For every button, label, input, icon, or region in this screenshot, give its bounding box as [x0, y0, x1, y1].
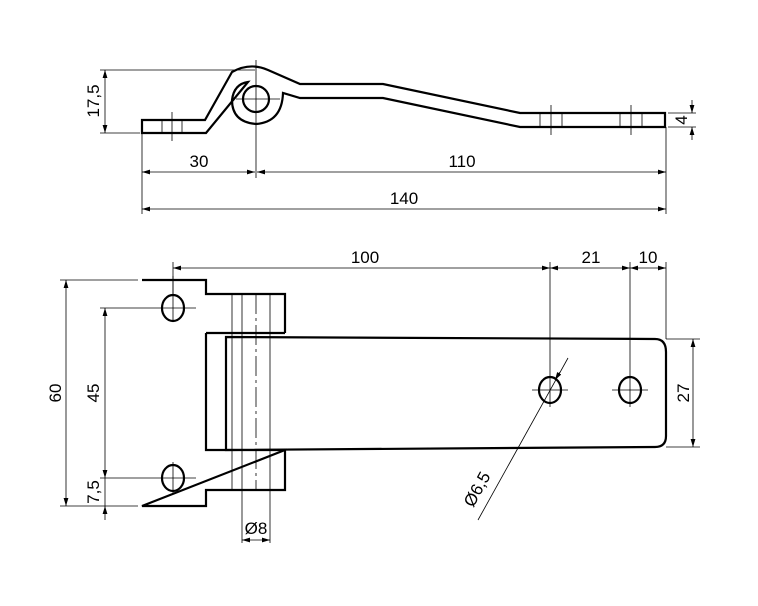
dim-total: 140	[390, 189, 418, 208]
dim-height: 17,5	[84, 84, 103, 117]
dim-right: 110	[448, 152, 475, 171]
dim-plate-height: 60	[46, 384, 65, 403]
dim-hole-diameter: Ø6,5	[460, 469, 494, 510]
mount-plate	[141, 278, 287, 508]
dim-leaf-width: 27	[674, 384, 693, 403]
plan-view: 100 21 10 27 60 45 7,5 Ø8 Ø6,5	[46, 248, 700, 543]
dim-plate-edge: 7,5	[84, 480, 103, 504]
leaf-outer	[204, 331, 285, 452]
dim-hole-gap: 21	[582, 248, 601, 267]
hinge-profile	[140, 65, 667, 135]
dim-left: 30	[190, 152, 209, 171]
dim-thickness: 4	[672, 115, 691, 124]
side-view: 17,5 30 110 140 4	[84, 60, 696, 214]
dim-hole-spacing: 100	[351, 248, 379, 267]
dim-pin-diameter: Ø8	[245, 519, 268, 538]
leaf	[224, 335, 668, 452]
dim-plate-hole-spacing: 45	[84, 384, 103, 403]
dim-end-offset: 10	[639, 248, 658, 267]
